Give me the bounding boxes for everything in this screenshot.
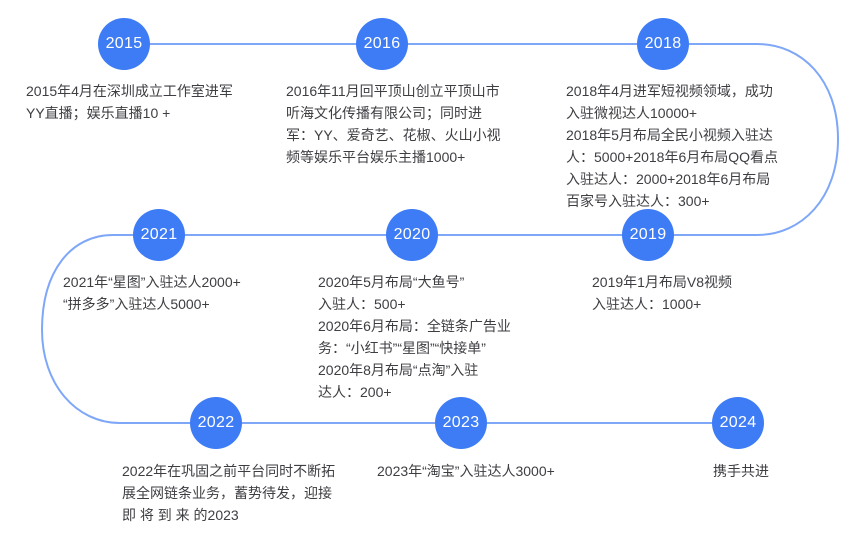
desc-line: 百家号入驻达人：300+	[566, 193, 710, 209]
timeline-node-2023: 2023	[435, 397, 487, 449]
desc-line: 2023年“淘宝”入驻达人3000+	[377, 463, 555, 479]
desc-line: 2015年4月在深圳成立工作室进军	[26, 83, 233, 99]
year-label-2016: 2016	[363, 35, 401, 52]
desc-line: 军：YY、爱奇艺、花椒、火山小视	[286, 127, 501, 143]
year-label-2020: 2020	[393, 226, 431, 243]
year-label-2015: 2015	[105, 35, 143, 52]
desc-line: 2020年8月布局“点淘”入驻	[318, 362, 479, 378]
desc-line: 务：“小红书”“星图”“快接单”	[318, 340, 486, 356]
desc-line: 2019年1月布局V8视频	[592, 274, 733, 290]
year-label-2023: 2023	[442, 414, 480, 431]
milestone-desc-2024: 携手共进	[713, 460, 769, 482]
milestone-desc-2016: 2016年11月回平顶山创立平顶山市 听海文化传播有限公司；同时进 军：YY、爱…	[286, 80, 501, 168]
desc-line: 2021年“星图”入驻达人2000+	[63, 274, 241, 290]
timeline-node-2020: 2020	[386, 209, 438, 261]
desc-line: 2016年11月回平顶山创立平顶山市	[286, 83, 500, 99]
desc-line: 2022年在巩固之前平台同时不断拓	[122, 463, 336, 479]
milestone-desc-2020: 2020年5月布局“大鱼号” 入驻人：500+ 2020年6月布局：全链条广告业…	[318, 271, 511, 403]
desc-line: 携手共进	[713, 463, 769, 479]
timeline-node-2016: 2016	[356, 18, 408, 70]
desc-line: 2020年6月布局：全链条广告业	[318, 318, 511, 334]
milestone-desc-2018: 2018年4月进军短视频领域，成功 入驻微视达人10000+ 2018年5月布局…	[566, 80, 778, 212]
desc-line: 入驻达人：1000+	[592, 296, 702, 312]
milestone-desc-2022: 2022年在巩固之前平台同时不断拓 展全网链条业务，蓄势待发，迎接 即 将 到 …	[122, 460, 335, 526]
timeline-node-2015: 2015	[98, 18, 150, 70]
desc-line: 达人：200+	[318, 384, 392, 400]
milestone-desc-2019: 2019年1月布局V8视频 入驻达人：1000+	[592, 271, 732, 315]
year-label-2018: 2018	[644, 35, 682, 52]
desc-line: 入驻达人：2000+2018年6月布局	[566, 171, 771, 187]
desc-line: 展全网链条业务，蓄势待发，迎接	[122, 485, 332, 501]
year-label-2019: 2019	[629, 226, 667, 243]
desc-line: 2020年5月布局“大鱼号”	[318, 274, 465, 290]
timeline-node-2018: 2018	[637, 18, 689, 70]
desc-line: 人：5000+2018年6月布局QQ看点	[566, 149, 779, 165]
desc-line: 2018年4月进军短视频领域，成功	[566, 83, 773, 99]
desc-line: 2018年5月布局全民小视频入驻达	[566, 127, 773, 143]
timeline-node-2019: 2019	[622, 209, 674, 261]
milestone-desc-2023: 2023年“淘宝”入驻达人3000+	[377, 460, 555, 482]
desc-line: 入驻人：500+	[318, 296, 406, 312]
timeline-node-2024: 2024	[712, 397, 764, 449]
year-label-2024: 2024	[719, 414, 757, 431]
year-label-2022: 2022	[197, 414, 235, 431]
timeline-node-2022: 2022	[190, 397, 242, 449]
desc-line: 听海文化传播有限公司；同时进	[286, 105, 482, 121]
milestone-desc-2015: 2015年4月在深圳成立工作室进军 YY直播；娱乐直播10 +	[26, 80, 233, 124]
year-label-2021: 2021	[140, 226, 178, 243]
desc-line: 入驻微视达人10000+	[566, 105, 698, 121]
desc-line: 即 将 到 来 的2023	[122, 507, 239, 523]
timeline-node-2021: 2021	[133, 209, 185, 261]
milestone-desc-2021: 2021年“星图”入驻达人2000+ “拼多多”入驻达人5000+	[63, 271, 241, 315]
desc-line: YY直播；娱乐直播10 +	[26, 105, 171, 121]
desc-line: 频等娱乐平台娱乐主播1000+	[286, 149, 466, 165]
desc-line: “拼多多”入驻达人5000+	[63, 296, 210, 312]
